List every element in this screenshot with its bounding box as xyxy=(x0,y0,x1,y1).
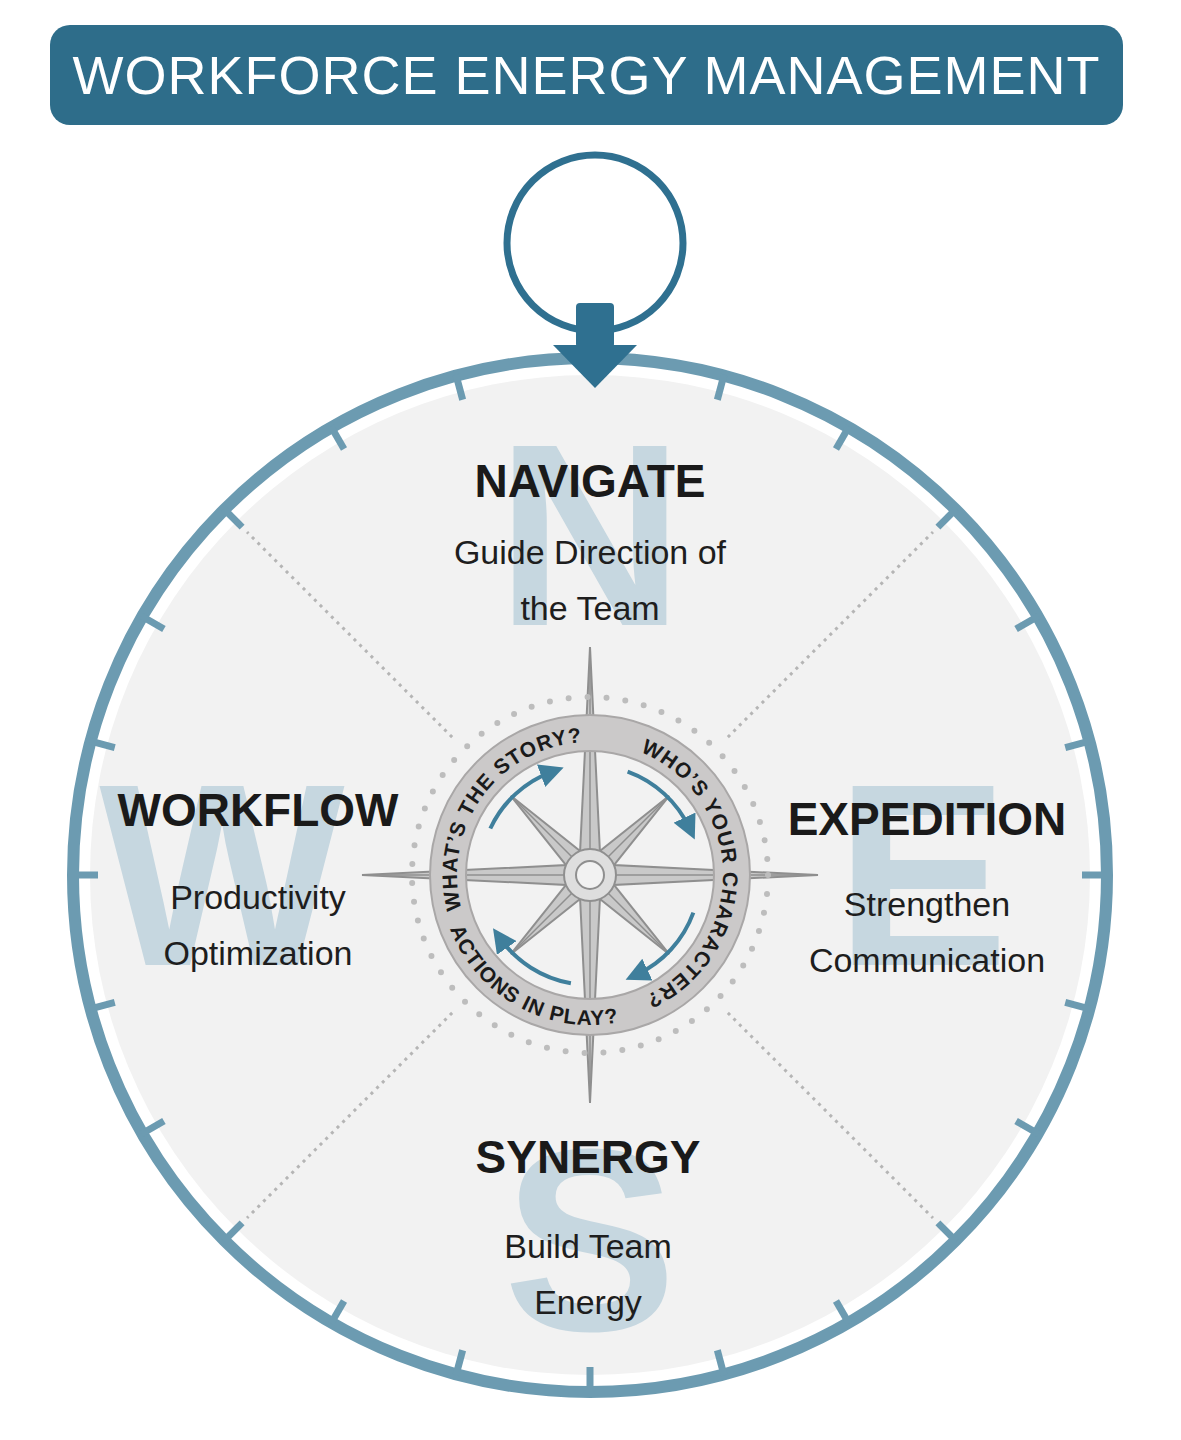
ring-question: WHAT’S THE STORY? xyxy=(438,723,583,913)
quadrant-heading: EXPEDITION xyxy=(762,792,1092,847)
quadrant-description: Build Team Energy xyxy=(473,1218,703,1330)
rose-hub xyxy=(576,861,604,889)
quadrant-heading: SYNERGY xyxy=(473,1130,703,1185)
rim-tick xyxy=(224,1223,242,1241)
rim-tick xyxy=(1016,1121,1039,1134)
pointer-arrow xyxy=(553,345,637,388)
dot-ring xyxy=(412,697,768,1053)
rim-tick xyxy=(587,1367,594,1393)
quadrant-block: WORKFLOW Productivity Optimization xyxy=(117,783,398,980)
quadrant-block: EXPEDITION Strengthen Communication xyxy=(762,792,1092,987)
rim-tick xyxy=(141,616,164,629)
quadrant-divider xyxy=(728,532,933,737)
ring-question: WHO’S YOUR CHARACTER? xyxy=(638,734,742,1013)
ring-edge xyxy=(466,751,714,999)
rim-tick xyxy=(72,872,98,879)
pointer-tab xyxy=(576,303,614,348)
cycle-arrow xyxy=(500,938,571,983)
diagram-title: WORKFORCE ENERGY MANAGEMENT xyxy=(72,44,1100,106)
ring-edge xyxy=(430,715,750,1035)
quadrant-heading: WORKFLOW xyxy=(117,783,398,838)
compass-face xyxy=(90,375,1090,1375)
rim-tick xyxy=(938,509,956,527)
rim-tick xyxy=(456,375,463,400)
rose-ridge xyxy=(362,874,590,876)
quadrant-block: NAVIGATE Guide Direction of the Team xyxy=(440,454,740,635)
rim-tick xyxy=(938,1223,956,1241)
rim-tick xyxy=(141,1121,164,1134)
quadrant-description: Productivity Optimization xyxy=(128,869,388,981)
title-bar: WORKFORCE ENERGY MANAGEMENT xyxy=(50,25,1123,125)
rim-tick xyxy=(836,426,849,449)
rim-tick xyxy=(456,1350,463,1375)
quadrant-divider xyxy=(728,1013,933,1218)
rim-tick xyxy=(331,426,344,449)
rose-hub xyxy=(564,849,616,901)
rim-tick xyxy=(717,1350,724,1375)
quadrant-heading: NAVIGATE xyxy=(440,454,740,509)
rose-ridge xyxy=(589,647,591,875)
ring-outline: WHAT’S THE STORY? WHO’S YOUR CHARACTER?AC… xyxy=(420,705,760,1045)
rim-tick xyxy=(1065,1002,1090,1009)
rim-tick xyxy=(1065,741,1090,748)
rim-tick xyxy=(1082,872,1108,879)
rim-tick xyxy=(331,1301,344,1324)
rose-ridge xyxy=(589,875,591,1103)
rim-tick xyxy=(224,509,242,527)
quadrant-description: Guide Direction of the Team xyxy=(440,524,740,636)
rim-tick xyxy=(836,1301,849,1324)
rose-ridge xyxy=(590,874,818,876)
story-ring: WHAT’S THE STORY? WHO’S YOUR CHARACTER?AC… xyxy=(420,705,760,1045)
rim-tick xyxy=(1016,616,1039,629)
quadrant-divider xyxy=(247,1013,452,1218)
ring-question: ACTIONS IN PLAY? xyxy=(446,921,620,1029)
compass-rim xyxy=(73,358,1107,1392)
rim-tick xyxy=(717,375,724,400)
compass-rose xyxy=(362,647,818,1103)
quadrant-description: Strengthen Communication xyxy=(762,876,1092,988)
quadrant-divider xyxy=(247,532,452,737)
quadrant-block: SYNERGY Build Team Energy xyxy=(473,1130,703,1329)
